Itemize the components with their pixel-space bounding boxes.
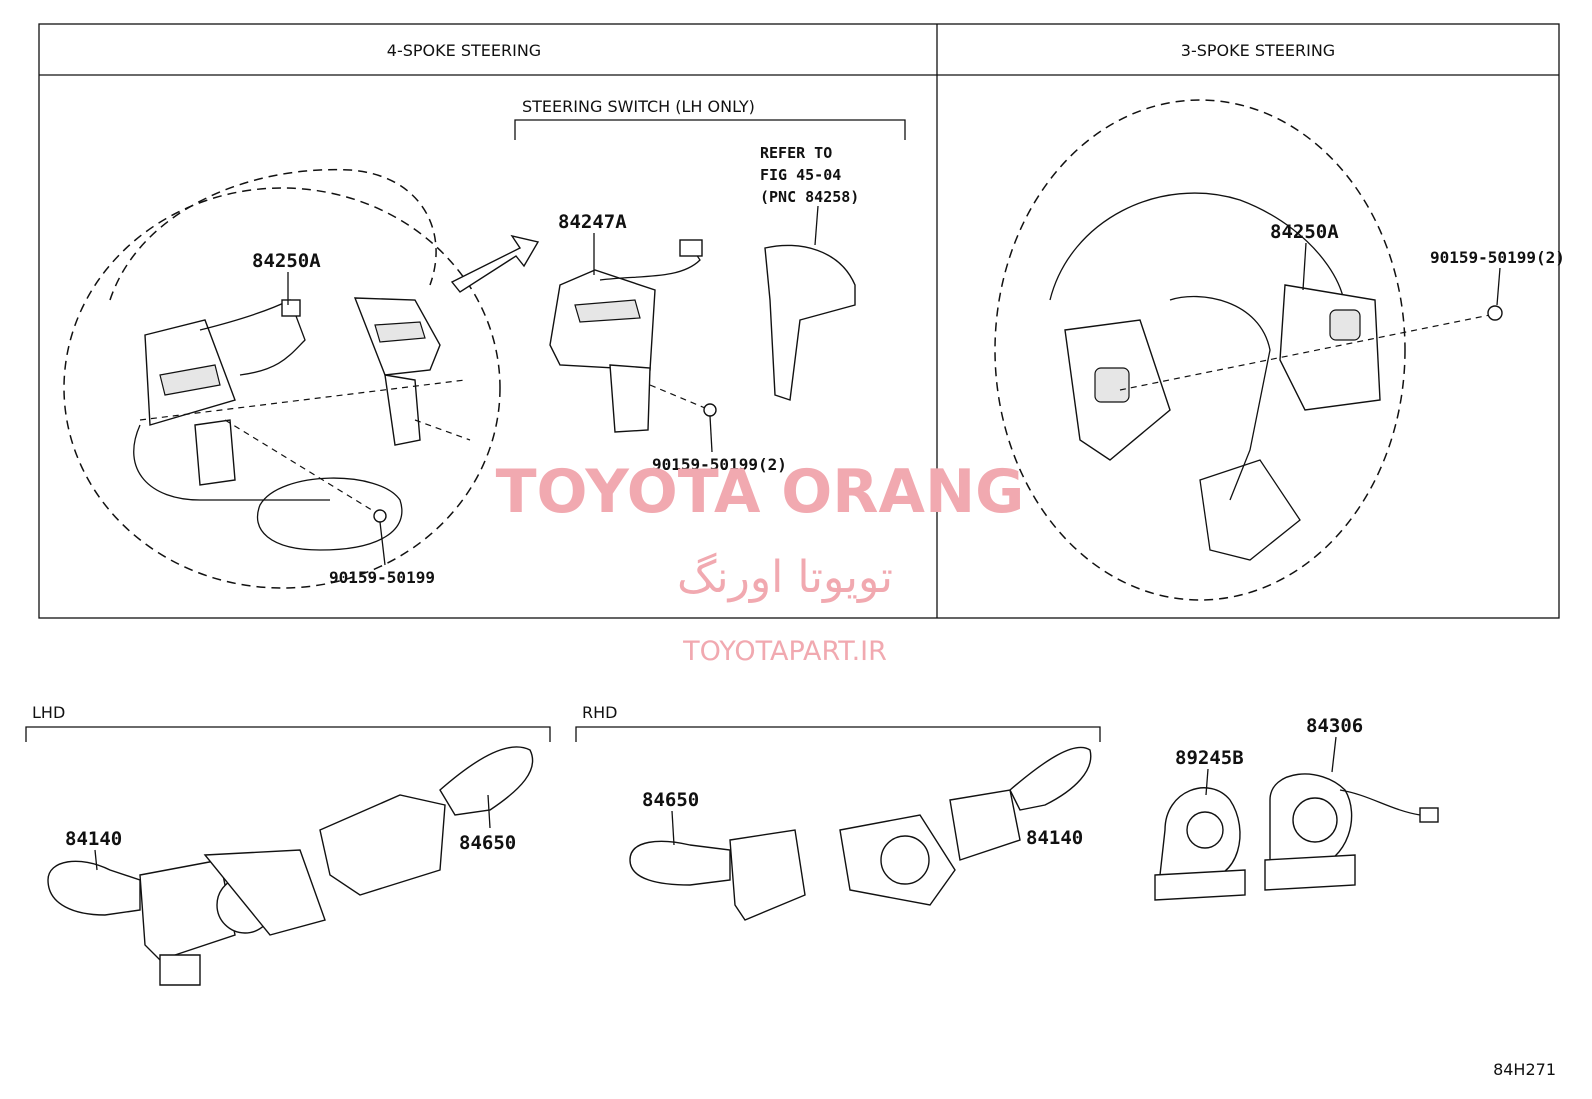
cover-84258 xyxy=(764,244,856,401)
lhd-lever-84650 xyxy=(439,746,534,816)
bracket-lhd xyxy=(25,726,551,742)
switch-84247a-plug xyxy=(679,239,703,257)
rhd-group: RHD xyxy=(575,703,1101,921)
wheel-rim-outer xyxy=(63,187,501,589)
spiral-84306-hole xyxy=(1292,797,1338,843)
leader-84650-lhd xyxy=(487,794,491,829)
screw-mid-icon xyxy=(703,403,717,417)
part-label-84250a-left: 84250A xyxy=(252,250,321,272)
watermark-brand: TOYOTA ORANG xyxy=(496,457,1025,527)
leader-90159-mid xyxy=(709,415,713,453)
refer-line-1: REFER TO xyxy=(760,144,832,162)
left-switch-connector xyxy=(194,419,236,486)
wheel-rim-inner-right xyxy=(1049,192,1346,331)
part-label-84247a: 84247A xyxy=(558,211,627,233)
part-label-84250a-right: 84250A xyxy=(1270,221,1339,243)
leader-84306 xyxy=(1331,736,1337,773)
left-switch-button xyxy=(159,364,221,396)
rhd-lever-84650 xyxy=(629,840,731,886)
screw-right-icon xyxy=(1487,305,1503,321)
part-label-84650-rhd: 84650 xyxy=(642,789,699,811)
part-label-84650-lhd: 84650 xyxy=(459,832,516,854)
screw-left-icon xyxy=(373,509,387,523)
harness-connector xyxy=(281,299,301,317)
part-label-90159-right: 90159-50199(2) xyxy=(1430,248,1565,267)
wheel-rim-outer-right xyxy=(994,99,1406,601)
lhd-switch-84140-connector xyxy=(159,954,201,986)
bracket-rhd xyxy=(575,726,1101,742)
spiral-84306-plug xyxy=(1419,807,1439,823)
leader-84650-rhd xyxy=(671,810,675,846)
refer-line-3: (PNC 84258) xyxy=(760,188,859,206)
group-label-lhd: LHD xyxy=(32,703,65,722)
part-label-90159-mid: 90159-50199(2) xyxy=(652,455,787,474)
watermark-persian: تویوتا اورنگ xyxy=(677,552,893,603)
leader-right-switch xyxy=(414,419,471,441)
leader-cross-right xyxy=(1119,314,1491,391)
switch-84247a-button xyxy=(574,299,641,323)
leader-screw-mid xyxy=(649,384,706,409)
leader-89245b xyxy=(1205,768,1209,796)
lhd-switch-84140-body xyxy=(139,859,236,961)
right-switch-button xyxy=(374,321,426,343)
rhd-switch-84650-body xyxy=(729,829,806,921)
spiral-84306-wire xyxy=(1339,789,1421,816)
leader-refer xyxy=(814,205,819,246)
part-label-89245b: 89245B xyxy=(1175,747,1244,769)
steering-switch-group: STEERING SWITCH (LH ONLY) xyxy=(514,97,906,433)
panel-header-4-spoke: 4-SPOKE STEERING xyxy=(387,41,541,60)
leader-84250a-right xyxy=(1302,242,1307,291)
part-label-84140-rhd: 84140 xyxy=(1026,827,1083,849)
four-spoke-wheel-illustration xyxy=(63,168,540,589)
figure-code: 84H271 xyxy=(1493,1060,1556,1079)
rhd-switch-84140-ring xyxy=(880,835,930,885)
panel-header-3-spoke: 3-SPOKE STEERING xyxy=(1181,41,1335,60)
part-label-90159-left: 90159-50199 xyxy=(329,568,435,587)
wheel-spoke-left xyxy=(133,424,330,501)
rhd-lever-84140 xyxy=(1009,746,1092,811)
switch-84247a-connector xyxy=(609,364,651,433)
bracket-steering-switch xyxy=(514,119,906,140)
steering-switch-note: STEERING SWITCH (LH ONLY) xyxy=(522,97,755,116)
airbag-pad-shape xyxy=(256,477,403,551)
three-spoke-wheel-illustration xyxy=(994,99,1503,601)
rhd-switch-84140-housing xyxy=(949,789,1021,861)
lhd-switch-84140-housing xyxy=(203,849,326,936)
part-label-84140-lhd: 84140 xyxy=(65,828,122,850)
leader-90159-left xyxy=(379,521,386,566)
direction-arrow xyxy=(450,234,540,293)
refer-line-2: FIG 45-04 xyxy=(760,166,841,184)
left-spoke-button xyxy=(1094,367,1130,403)
switch-84247a-wire xyxy=(599,244,701,281)
sensor-89245b-connector xyxy=(1154,869,1246,901)
leader-90159-right xyxy=(1496,267,1501,306)
spiral-84306-connector xyxy=(1264,854,1356,891)
sensor-89245b-hole xyxy=(1186,811,1224,849)
leader-screw-left xyxy=(224,419,376,513)
leader-84140-lhd xyxy=(94,849,98,871)
lhd-lever-84140 xyxy=(47,860,141,916)
group-label-rhd: RHD xyxy=(582,703,617,722)
spiral-cable-group xyxy=(1154,773,1439,901)
right-spoke-button xyxy=(1329,309,1361,341)
watermark-site: TOYOTAPART.IR xyxy=(682,636,887,667)
frame-border xyxy=(38,23,1560,619)
part-label-84306: 84306 xyxy=(1306,715,1363,737)
right-switch-connector xyxy=(384,374,421,446)
lhd-switch-84650-body xyxy=(319,794,446,896)
lhd-group: LHD xyxy=(25,703,551,986)
lower-spoke xyxy=(1199,459,1301,561)
top-frame: 4-SPOKE STEERING 3-SPOKE STEERING xyxy=(38,23,1560,619)
wheel-rim-inner xyxy=(109,168,437,301)
right-wheel-wire xyxy=(1169,295,1271,501)
